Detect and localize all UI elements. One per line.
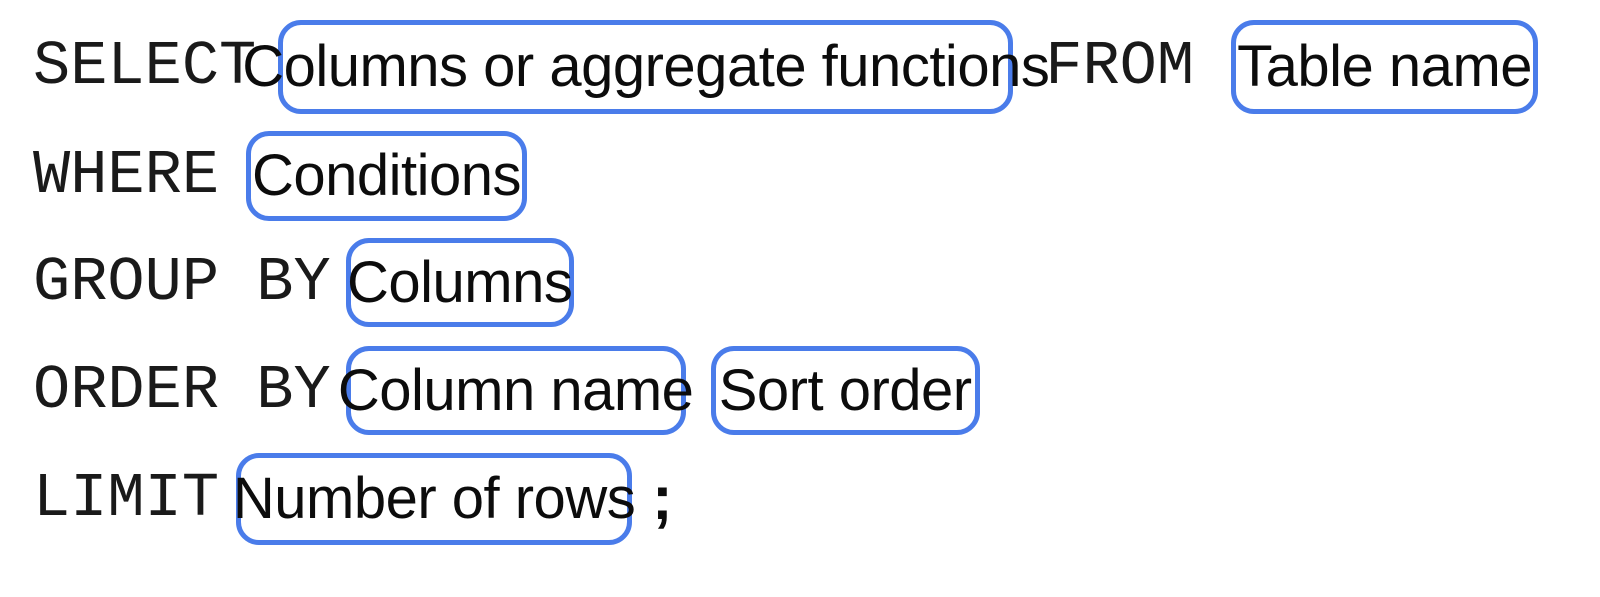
keyword-group-by: GROUP BY xyxy=(33,246,331,318)
slot-label-conditions: Conditions xyxy=(252,143,522,208)
clause-row-limit: LIMIT Number of rows ; xyxy=(0,453,1600,545)
slot-group-by-columns[interactable]: Columns xyxy=(345,238,574,327)
keyword-order-by: ORDER BY xyxy=(33,354,331,426)
slot-label-columns-or-aggregate-functions: Columns or aggregate functions xyxy=(242,34,1050,99)
slot-conditions[interactable]: Conditions xyxy=(246,131,528,221)
clause-row-where: WHERE Conditions xyxy=(0,131,1600,221)
slot-columns-or-aggregate-functions[interactable]: Columns or aggregate functions xyxy=(242,20,1050,114)
clause-row-order-by: ORDER BY Column name Sort order xyxy=(0,346,1600,435)
slot-sort-order[interactable]: Sort order xyxy=(710,346,980,435)
slot-label-sort-order: Sort order xyxy=(718,357,972,423)
slot-label-table-name: Table name xyxy=(1237,34,1533,99)
statement-terminator-semicolon: ; xyxy=(652,464,673,533)
keyword-where: WHERE xyxy=(33,140,220,211)
clause-row-group-by: GROUP BY Columns xyxy=(0,238,1600,327)
slot-order-by-column-name[interactable]: Column name xyxy=(338,346,694,435)
keyword-from: FROM xyxy=(1045,31,1195,102)
keyword-limit: LIMIT xyxy=(33,463,220,534)
keyword-select: SELECT xyxy=(33,31,257,102)
slot-number-of-rows[interactable]: Number of rows xyxy=(232,453,636,545)
slot-label-number-of-rows: Number of rows xyxy=(232,466,636,531)
slot-label-group-by-columns: Columns xyxy=(346,249,573,315)
slot-label-order-by-column-name: Column name xyxy=(337,357,694,423)
slot-table-name[interactable]: Table name xyxy=(1231,20,1539,114)
clause-row-select: SELECT Columns or aggregate functions FR… xyxy=(0,20,1600,114)
